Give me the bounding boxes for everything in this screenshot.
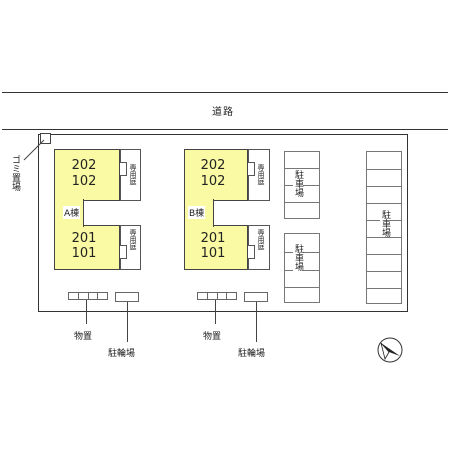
garden-tab — [248, 162, 255, 176]
storage-leader-b — [215, 300, 216, 324]
storage-leader-a — [86, 300, 87, 324]
parking-label: 駐車場 — [380, 210, 390, 237]
north-arrow-icon — [377, 337, 403, 363]
unit-a-bottom-1: 201 — [71, 231, 97, 246]
building-a-label: A棟 — [63, 206, 81, 219]
parking-stall — [367, 271, 401, 272]
bicycle-leader-a — [127, 302, 128, 342]
parking-stall — [285, 202, 319, 203]
parking-stall — [367, 288, 401, 289]
parking-stall — [285, 287, 319, 288]
road-edge-bottom — [2, 129, 448, 130]
unit-b-top-1: 202 — [200, 158, 226, 173]
garbage-leader — [23, 139, 45, 161]
garbage-label: ゴミ置場 — [10, 155, 20, 191]
bicycle-leader-b — [256, 302, 257, 342]
road-label: 道路 — [212, 107, 234, 118]
unit-a-bottom-2: 101 — [71, 246, 97, 261]
garden-tab — [120, 162, 127, 176]
building-b-lower-block — [184, 225, 248, 270]
building-b-upper-block — [184, 149, 248, 201]
building-a-upper-block — [54, 149, 120, 201]
unit-b-bottom-2: 101 — [200, 246, 226, 261]
parking-stall — [367, 169, 401, 170]
garden-label: 専用庭 — [129, 164, 137, 185]
storage-units-a — [68, 292, 108, 300]
building-a-lower-block — [54, 225, 120, 270]
bicycle-label-b: 駐輪場 — [238, 349, 266, 359]
storage-units-b — [197, 292, 237, 300]
building-b-connector — [184, 199, 214, 227]
bicycle-parking-a — [115, 292, 139, 302]
garden-label: 専用庭 — [257, 229, 265, 250]
parking-label: 駐車場 — [293, 170, 303, 197]
unit-b-bottom-1: 201 — [200, 231, 226, 246]
bicycle-label-a: 駐輪場 — [108, 349, 136, 359]
unit-b-top-2: 102 — [200, 174, 226, 189]
parking-stall — [367, 237, 401, 238]
parking-stall — [367, 186, 401, 187]
garden-tab — [120, 245, 127, 259]
storage-label-a: 物置 — [74, 332, 93, 342]
unit-a-top-2: 102 — [71, 174, 97, 189]
bicycle-parking-b — [244, 292, 268, 302]
parking-stall — [367, 254, 401, 255]
parking-stall — [367, 203, 401, 204]
garbage-area — [40, 133, 51, 144]
parking-stall — [285, 168, 319, 169]
garden-tab — [248, 245, 255, 259]
garden-label: 専用庭 — [129, 229, 137, 250]
road-edge-top — [2, 92, 448, 93]
parking-label: 駐車場 — [293, 244, 303, 271]
building-b-label: B棟 — [188, 206, 206, 219]
garden-label: 専用庭 — [257, 164, 265, 185]
storage-label-b: 物置 — [203, 332, 222, 342]
unit-a-top-1: 202 — [71, 158, 97, 173]
